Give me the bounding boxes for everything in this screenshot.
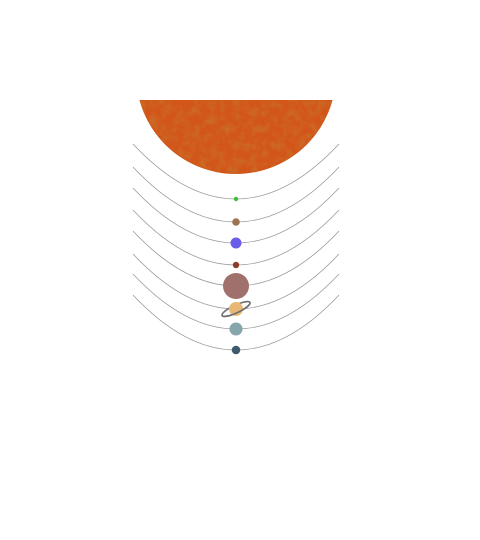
planet-jupiter bbox=[223, 273, 249, 299]
orbit-venus bbox=[132, 166, 340, 223]
mercury-body bbox=[233, 196, 239, 202]
orbit-earth bbox=[132, 187, 340, 244]
sun bbox=[139, 100, 333, 174]
venus-body bbox=[232, 218, 240, 226]
earth-body bbox=[230, 237, 242, 249]
planet-mars bbox=[232, 261, 240, 269]
mars-body bbox=[232, 261, 240, 269]
planet-mercury bbox=[233, 196, 239, 202]
jupiter-body bbox=[223, 273, 249, 299]
neptune-body bbox=[231, 345, 241, 355]
sun-texture bbox=[139, 100, 333, 174]
uranus-body bbox=[229, 322, 243, 336]
planet-earth bbox=[230, 237, 242, 249]
planet-saturn bbox=[221, 300, 251, 318]
saturn-ring-front bbox=[221, 302, 251, 318]
planet-neptune bbox=[231, 345, 241, 355]
planet-uranus bbox=[229, 322, 243, 336]
planet-venus bbox=[232, 218, 240, 226]
saturn-body bbox=[229, 302, 243, 316]
planets bbox=[221, 196, 251, 355]
